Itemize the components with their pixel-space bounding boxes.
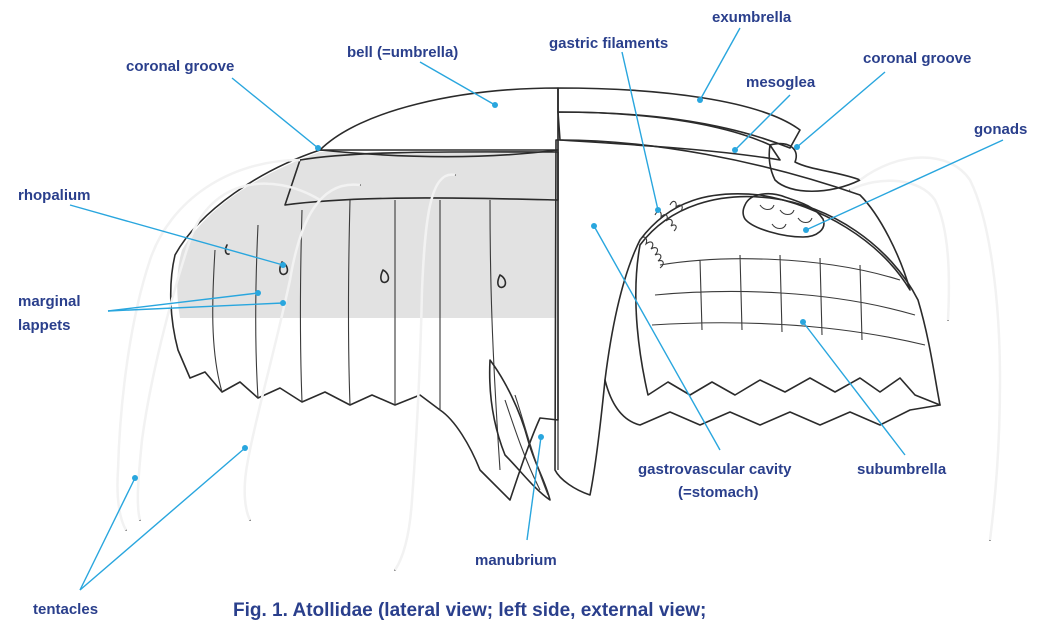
leader-gonads-dot: [803, 227, 809, 233]
leader-bell: [420, 62, 495, 105]
leader-gastrovascular-cavity: [594, 226, 720, 450]
leader-mesoglea-dot: [732, 147, 738, 153]
leader-tentacles-b: [80, 448, 245, 590]
label-bell: bell (=umbrella): [347, 44, 458, 61]
label-gastrovascular-cavity-line2: (=stomach): [678, 484, 758, 501]
section-view-right-half: [555, 88, 940, 495]
tentacle-6-core: [850, 181, 949, 320]
leader-gastrovascular-cavity-dot: [591, 223, 597, 229]
leader-tentacles-a-dot: [132, 475, 138, 481]
leader-subumbrella-dot: [800, 319, 806, 325]
manubrium-folds: [505, 395, 548, 495]
label-gastric-filaments: gastric filaments: [549, 35, 668, 52]
label-coronal-groove-right: coronal groove: [863, 50, 971, 67]
label-marginal-lappets-line1: marginal: [18, 293, 81, 310]
label-exumbrella: exumbrella: [712, 9, 792, 26]
label-gonads: gonads: [974, 121, 1027, 138]
gastric-filaments-fringe: [640, 201, 682, 268]
label-gastrovascular-cavity-line1: gastrovascular cavity: [638, 461, 792, 478]
tentacle-6: [850, 181, 949, 320]
manubrium-shape: [490, 360, 550, 500]
leader-gastric-filaments-dot: [655, 207, 661, 213]
label-rhopalium: rhopalium: [18, 187, 91, 204]
leader-marginal-lappets-a-dot: [255, 290, 261, 296]
leader-coronal-groove-right-dot: [794, 144, 800, 150]
leader-marginal-lappets-b-dot: [280, 300, 286, 306]
coronal-groove-knob-right: [769, 144, 860, 192]
left-lappets-upper-band: [177, 152, 556, 318]
leader-coronal-groove-left-dot: [315, 145, 321, 151]
mesoglea-layer: [558, 112, 780, 160]
figure-caption: Fig. 1. Atollidae (lateral view; left si…: [233, 600, 706, 621]
leader-gastric-filaments: [622, 52, 658, 210]
leader-tentacles-b-dot: [242, 445, 248, 451]
label-manubrium: manubrium: [475, 552, 557, 569]
label-coronal-groove-left: coronal groove: [126, 58, 234, 75]
leader-manubrium-dot: [538, 434, 544, 440]
leader-tentacles-a: [80, 478, 135, 590]
exumbrella-dome: [558, 88, 800, 148]
leader-bell-dot: [492, 102, 498, 108]
leader-exumbrella-dot: [697, 97, 703, 103]
label-subumbrella: subumbrella: [857, 461, 947, 478]
gonads-lobes: [760, 205, 812, 229]
leader-rhopalium-dot: [280, 262, 286, 268]
subumbrella-muscle-lines: [652, 255, 925, 345]
leader-coronal-groove-left: [232, 78, 318, 148]
leader-subumbrella: [803, 322, 905, 455]
label-marginal-lappets-line2: lappets: [18, 317, 71, 334]
bell-dome-left: [320, 88, 558, 157]
label-tentacles: tentacles: [33, 601, 98, 618]
gastrovascular-cavity: [555, 140, 910, 495]
label-mesoglea: mesoglea: [746, 74, 816, 91]
subumbrella-section: [636, 197, 940, 405]
leader-exumbrella: [700, 28, 740, 100]
external-view-left-half: [171, 150, 558, 500]
